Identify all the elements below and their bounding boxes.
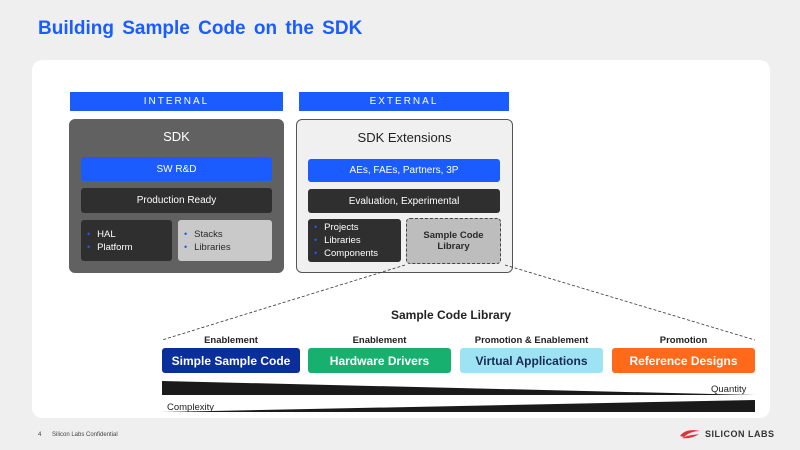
hal-platform-box: HAL Platform bbox=[81, 220, 172, 261]
list-item: HAL bbox=[87, 228, 133, 241]
quantity-label: Quantity bbox=[711, 384, 747, 395]
category-label-1: Enablement bbox=[204, 335, 258, 346]
list-item: Libraries bbox=[314, 234, 378, 247]
connector-right-line bbox=[504, 264, 756, 341]
aes-faes-bar: AEs, FAEs, Partners, 3P bbox=[308, 159, 500, 182]
library-title: Sample Code Library bbox=[391, 308, 512, 322]
simple-sample-code-box: Simple Sample Code bbox=[162, 348, 300, 373]
category-label-3: Promotion & Enablement bbox=[474, 335, 589, 346]
stacks-libraries-box: Stacks Libraries bbox=[178, 220, 272, 261]
connector-left-line bbox=[161, 264, 406, 341]
production-ready-bar: Production Ready bbox=[81, 188, 272, 213]
company-logo: SILICON LABS bbox=[678, 428, 775, 440]
category-label-2: Enablement bbox=[352, 335, 407, 346]
list-item: Stacks bbox=[184, 228, 231, 241]
evaluation-bar: Evaluation, Experimental bbox=[308, 189, 500, 213]
sdk-extensions-title: SDK Extensions bbox=[357, 129, 452, 145]
projects-box: Projects Libraries Components bbox=[308, 219, 401, 262]
sdk-extensions-panel: SDK Extensions AEs, FAEs, Partners, 3P E… bbox=[296, 119, 513, 273]
complexity-label: Complexity bbox=[167, 402, 214, 413]
list-item: Projects bbox=[314, 221, 378, 234]
logo-text: SILICON LABS bbox=[705, 429, 775, 439]
reference-designs-box: Reference Designs bbox=[612, 348, 755, 373]
complexity-wedge bbox=[162, 400, 755, 412]
projects-list: Projects Libraries Components bbox=[308, 221, 378, 260]
logo-mark-icon bbox=[680, 430, 700, 439]
virtual-applications-box: Virtual Applications bbox=[460, 348, 603, 373]
category-label-4: Promotion bbox=[659, 335, 708, 346]
sdk-panel-title: SDK bbox=[163, 128, 190, 144]
list-item: Components bbox=[314, 247, 378, 260]
sample-code-library-line2: Library bbox=[437, 241, 470, 252]
sw-rnd-bar: SW R&D bbox=[81, 157, 272, 181]
page-title: Building Sample Code on the SDK bbox=[38, 18, 363, 39]
list-item: Libraries bbox=[184, 241, 230, 254]
sample-code-library-line1: Sample Code bbox=[423, 230, 484, 241]
sdk-panel: SDK SW R&D Production Ready HAL Platform… bbox=[69, 119, 284, 273]
external-tag: EXTERNAL bbox=[299, 92, 509, 111]
stacks-libraries-list: Stacks Libraries bbox=[178, 228, 231, 254]
hal-platform-list: HAL Platform bbox=[81, 228, 133, 254]
sample-code-library-box: Sample Code Library bbox=[406, 218, 501, 264]
page-number: 4 bbox=[38, 432, 42, 438]
internal-tag: INTERNAL bbox=[70, 92, 283, 111]
list-item: Platform bbox=[87, 241, 132, 254]
quantity-wedge bbox=[162, 381, 755, 395]
hardware-drivers-box: Hardware Drivers bbox=[308, 348, 451, 373]
confidential-text: Silicon Labs Confidential bbox=[52, 432, 118, 438]
